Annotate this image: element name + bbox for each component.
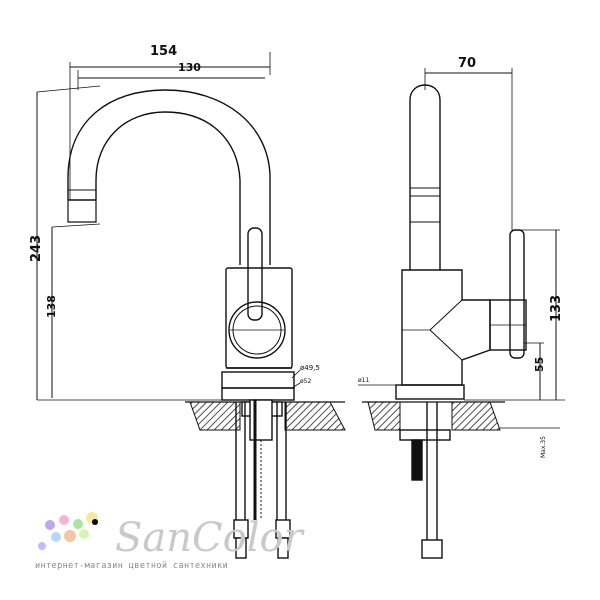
- front-view: 154 130 243 138: [29, 44, 346, 559]
- brand-dot: [64, 530, 76, 542]
- front-width-outer-label: 154: [150, 44, 177, 59]
- side-height-base-dimension: 55: [524, 342, 546, 400]
- brand-dot: [45, 520, 55, 530]
- front-width-inner-label: 130: [178, 61, 201, 74]
- side-body: [401, 269, 491, 386]
- side-diameter-label: ø11: [358, 377, 369, 384]
- front-diameter-2-label: ø52: [300, 378, 311, 385]
- front-height-spout-dimension: 138: [45, 223, 101, 398]
- side-base-ring: ø11: [358, 377, 565, 401]
- brand-dot: [51, 532, 61, 542]
- brand-dot: [73, 519, 83, 529]
- side-height-handle-label: 133: [549, 295, 564, 322]
- side-depth-label: 70: [458, 56, 476, 71]
- side-depth-dimension: 70: [424, 56, 513, 230]
- brand-dot: [79, 529, 89, 539]
- front-height-total-dimension: 243: [29, 85, 230, 401]
- front-handle-disc: [228, 301, 286, 359]
- brand-name: SanColor: [115, 515, 306, 561]
- front-body: [225, 267, 293, 369]
- front-handle-lever: [247, 227, 263, 321]
- side-handle-lever: [489, 229, 527, 359]
- front-base-ring: ø49,5 ø52: [221, 364, 320, 401]
- brand-tagline: интернет-магазин цветной сантехники: [35, 561, 228, 571]
- front-width-inner-dimension: 130: [77, 61, 265, 90]
- side-countertop: Max.35: [362, 401, 560, 458]
- brand-dot: [59, 515, 69, 525]
- front-spout: [67, 89, 271, 265]
- side-height-handle-dimension: 133: [520, 229, 564, 400]
- side-view: 70 133: [358, 56, 565, 559]
- brand-dot: [92, 519, 98, 525]
- front-width-outer-dimension: 154: [69, 44, 271, 200]
- brand-dot: [38, 542, 46, 550]
- side-spout: [409, 84, 441, 270]
- front-height-total-label: 243: [29, 235, 44, 262]
- brand-dots: [38, 512, 98, 550]
- front-diameter-1-label: ø49,5: [300, 364, 320, 372]
- front-height-spout-label: 138: [45, 295, 58, 318]
- side-mounting-hoses: [399, 402, 451, 559]
- front-mounting-hoses: [233, 399, 291, 559]
- side-height-base-label: 55: [533, 357, 546, 372]
- side-thickness-label: Max.35: [540, 436, 547, 458]
- brand-logo: SanColor интернет-магазин цветной сантех…: [35, 512, 306, 571]
